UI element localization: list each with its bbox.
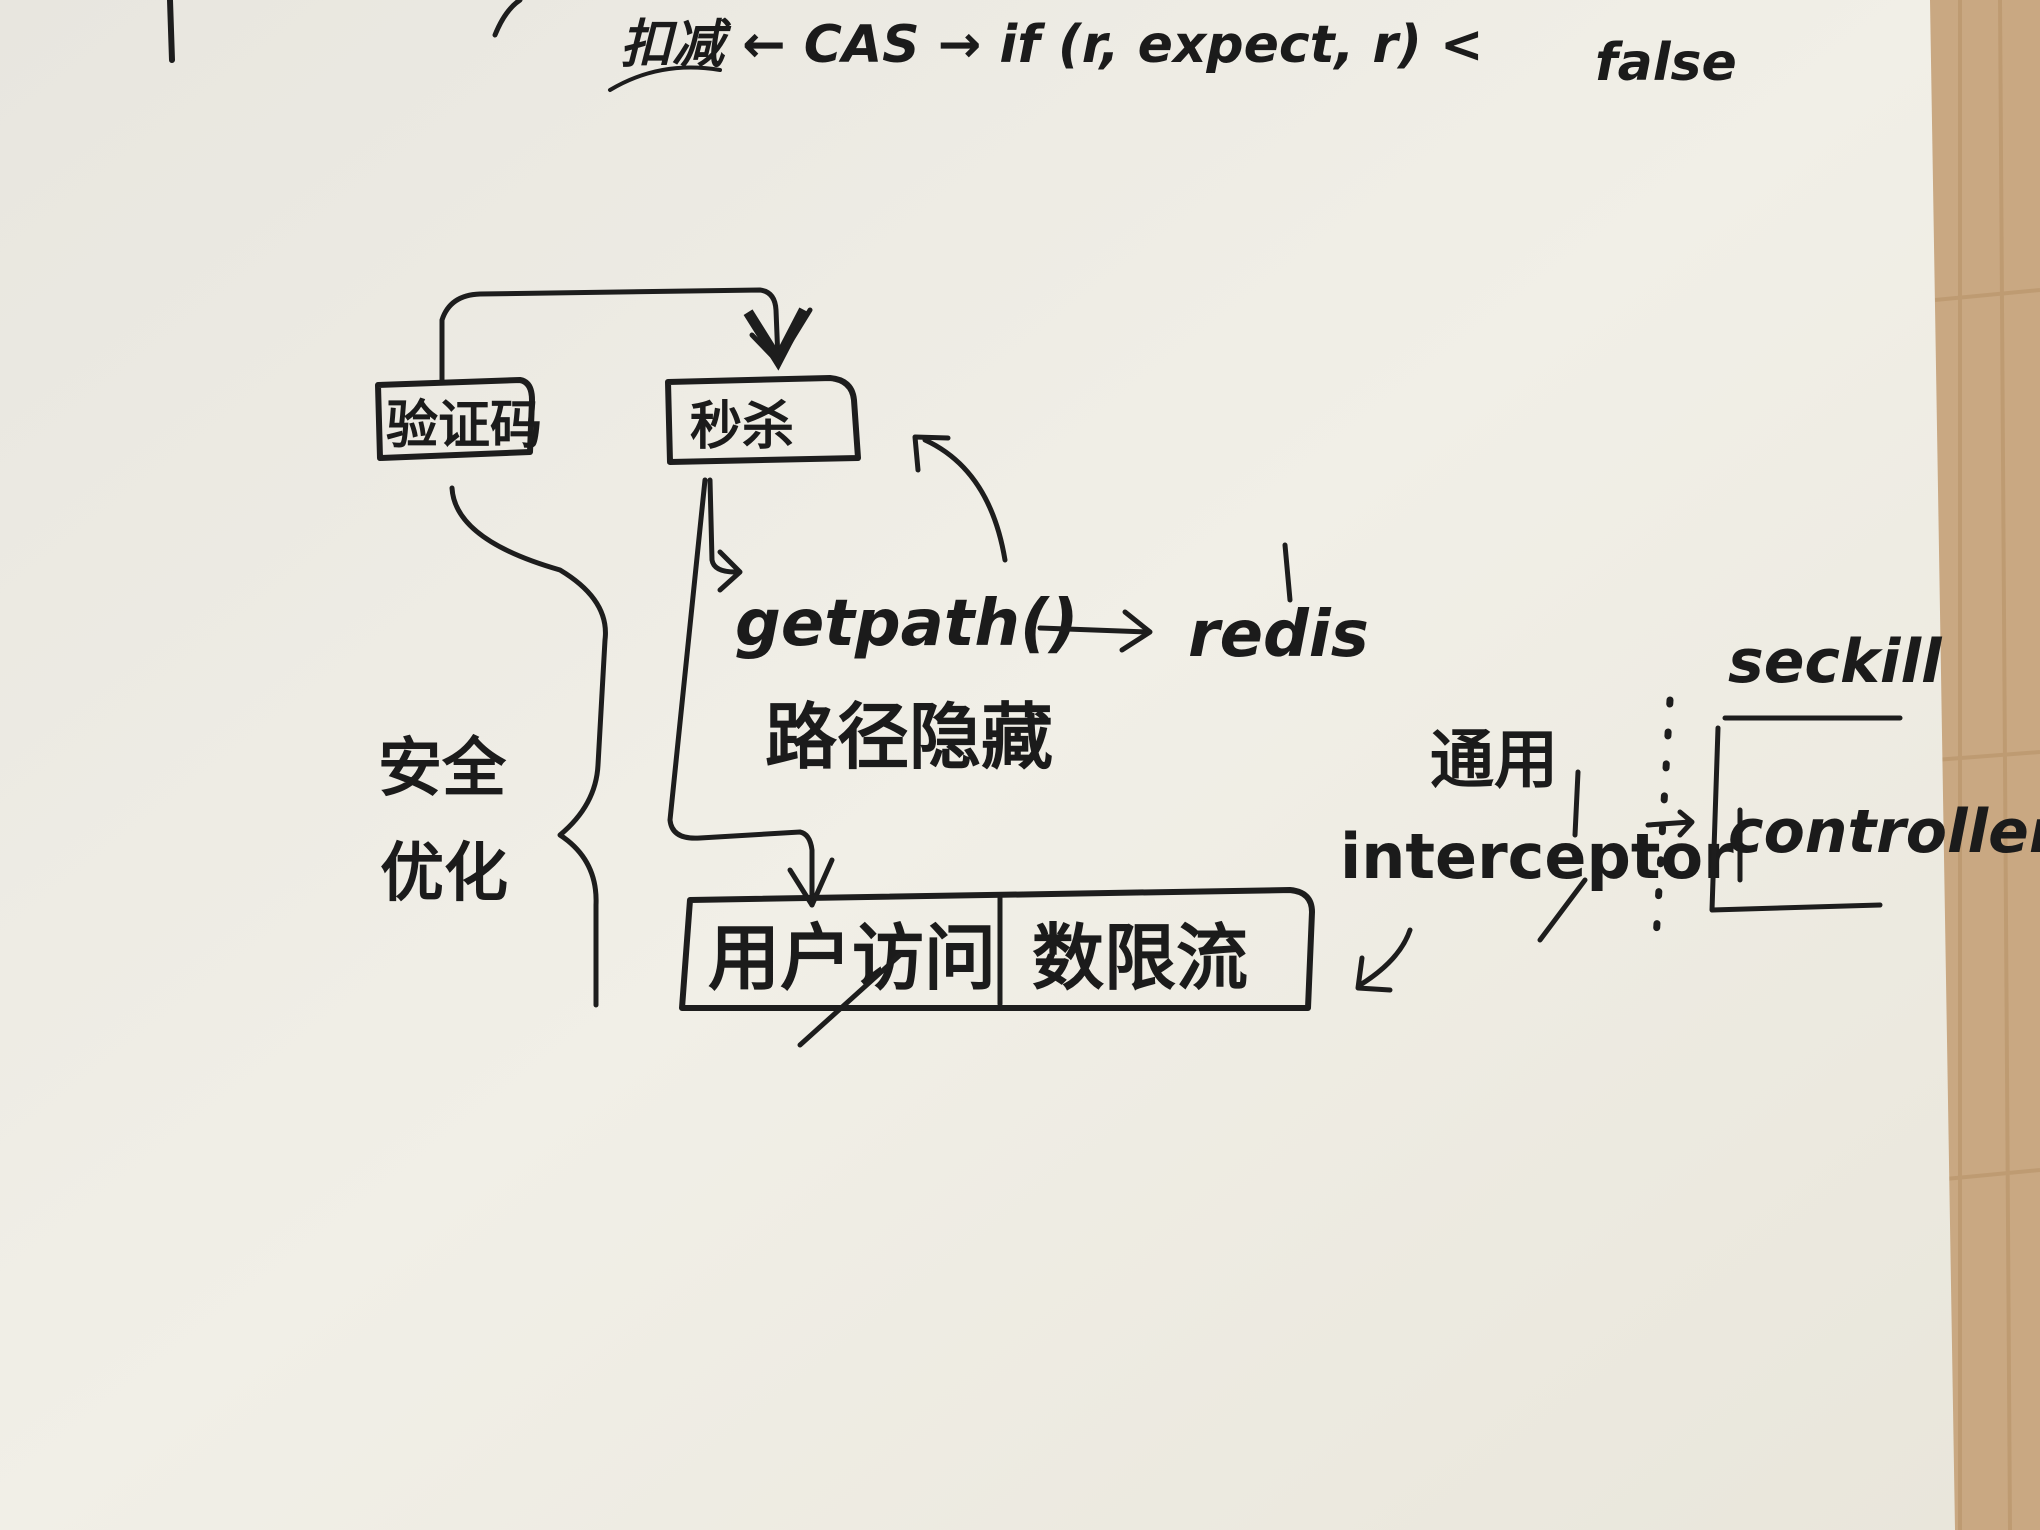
seckill-node-label: 秒杀 bbox=[690, 397, 794, 457]
captcha-label: 验证码 bbox=[386, 396, 542, 456]
controller-label: controller bbox=[1728, 797, 2040, 867]
rate-limit-node: 用户访问 数限流 bbox=[679, 887, 1315, 1048]
captcha-node: 验证码 bbox=[375, 377, 542, 461]
getpath-to-redis-arrow bbox=[1037, 625, 1151, 635]
captcha-to-seckill-arrow bbox=[439, 287, 809, 385]
path-hiding-label: 路径隐藏 bbox=[765, 695, 1053, 779]
seckill-node: 秒杀 bbox=[665, 375, 861, 465]
seckill-to-getpath-arrow bbox=[707, 477, 738, 575]
seckill-controller-title: seckill bbox=[1728, 627, 1943, 697]
brace-label-line2: 优化 bbox=[380, 837, 508, 911]
rate-limit-label: 数限流 bbox=[1032, 916, 1248, 1000]
user-access-count-label: 用户访问 bbox=[708, 916, 996, 1000]
interceptor-label: interceptor bbox=[1340, 820, 1734, 893]
brace-label-line1: 安全 bbox=[378, 732, 507, 806]
wood-grain bbox=[1934, 0, 2040, 1530]
redis-label: redis bbox=[1188, 598, 1369, 672]
top-note-line2: false bbox=[1595, 33, 1737, 93]
generic-label: 通用 bbox=[1430, 724, 1558, 798]
getpath-label: getpath() bbox=[735, 587, 1078, 661]
redis-to-seckill-arrow bbox=[922, 437, 1008, 563]
seckill-to-ratelimit-arrow bbox=[667, 477, 815, 908]
top-note-line1: 扣减 ← CAS → if (r, expect, r) < bbox=[620, 15, 1484, 75]
brace bbox=[449, 485, 608, 1008]
interceptor-to-ratelimit-arrow bbox=[1357, 927, 1413, 988]
top-note-fragment: 扣减 ← CAS → if (r, expect, r) < false bbox=[167, 0, 1737, 93]
controller-node: controller bbox=[1709, 725, 2040, 913]
